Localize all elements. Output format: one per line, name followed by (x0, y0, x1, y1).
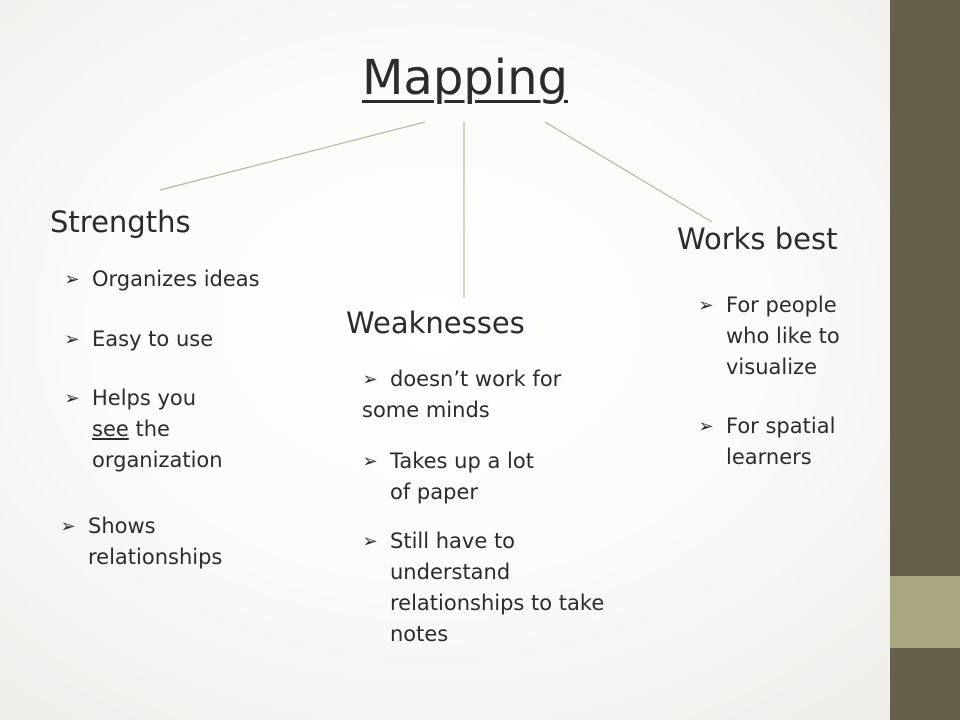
arrow-bullet-icon: ➢ (64, 388, 80, 409)
arrow-bullet-icon: ➢ (362, 531, 378, 552)
strength-item-shows: ➢ Shows relationships (56, 511, 222, 573)
heading-strengths: Strengths (50, 205, 191, 239)
weakness-item-minds: ➢ doesn’t work for some minds (358, 364, 561, 426)
sidebar-accent-block (890, 576, 960, 648)
strength-item-organizes: ➢ Organizes ideas (60, 264, 259, 295)
arrow-bullet-icon: ➢ (698, 416, 714, 437)
works-best-item-visualize: ➢ For people who like to visualize (694, 290, 839, 383)
connector-lines (159, 121, 713, 298)
slide-title: Mapping (362, 50, 568, 106)
arrow-bullet-icon: ➢ (362, 451, 378, 472)
arrow-bullet-icon: ➢ (64, 329, 80, 350)
heading-weaknesses: Weaknesses (346, 306, 525, 340)
strength-item-helps: ➢ Helps you see the organization (60, 383, 222, 476)
arrow-bullet-icon: ➢ (60, 516, 76, 537)
connector-strengths (159, 121, 426, 191)
arrow-bullet-icon: ➢ (64, 269, 80, 290)
weakness-item-paper: ➢ Takes up a lot of paper (358, 446, 534, 508)
heading-works-best: Works best (677, 222, 838, 256)
weakness-item-understand: ➢ Still have to understand relationships… (358, 526, 604, 650)
works-best-item-spatial: ➢ For spatial learners (694, 411, 835, 473)
connector-works-best (544, 121, 713, 223)
arrow-bullet-icon: ➢ (698, 295, 714, 316)
strength-item-easy: ➢ Easy to use (60, 324, 213, 355)
arrow-bullet-icon: ➢ (362, 369, 378, 390)
